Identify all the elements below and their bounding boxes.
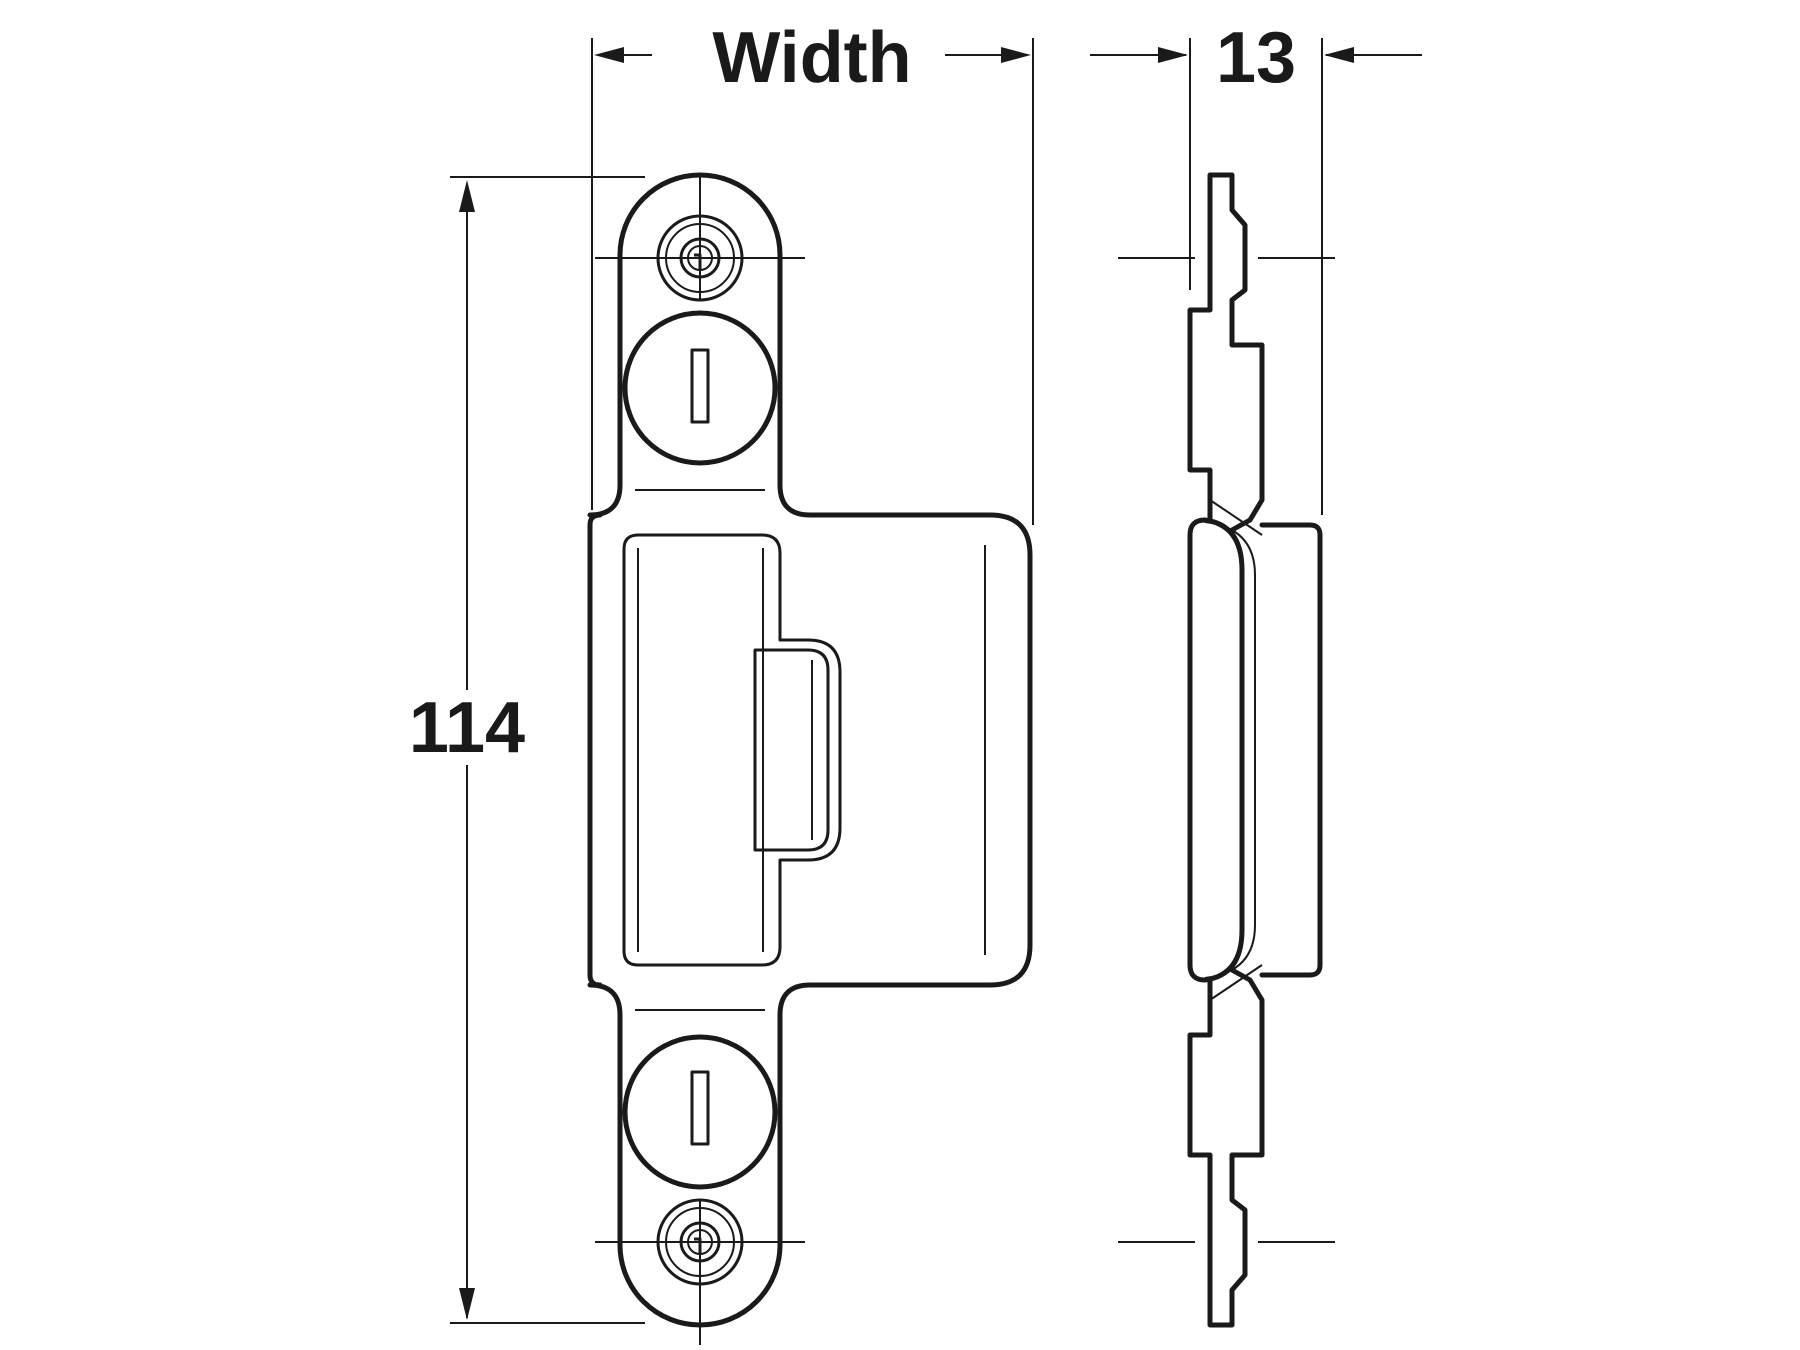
top-cam-slot [690, 348, 710, 424]
front-view [587, 172, 1033, 1328]
bottom-cam-slot [690, 1070, 710, 1146]
height-arrow-bottom [459, 1288, 475, 1320]
strike-pocket [622, 533, 842, 967]
side-bulge [1187, 517, 1245, 983]
width-arrow-right [1001, 47, 1031, 63]
height-label: 114 [409, 688, 525, 768]
side-keeper [1259, 522, 1323, 978]
side-view [1187, 172, 1323, 1328]
side-bulge-inner [1204, 521, 1256, 979]
pocket-tab [753, 648, 830, 852]
width-arrow-left [594, 47, 624, 63]
top-cam [622, 310, 778, 466]
width-label: Width [712, 18, 911, 98]
bottom-cam [622, 1034, 778, 1190]
depth-arrow-right [1324, 47, 1354, 63]
dimensions: Width 13 114 [409, 18, 1422, 1345]
depth-arrow-left [1158, 47, 1188, 63]
height-arrow-top [459, 180, 475, 212]
depth-label: 13 [1216, 18, 1296, 98]
plate-outline [587, 172, 1033, 1328]
side-slope-bottom [1209, 964, 1263, 1001]
side-slope-top [1209, 499, 1263, 536]
